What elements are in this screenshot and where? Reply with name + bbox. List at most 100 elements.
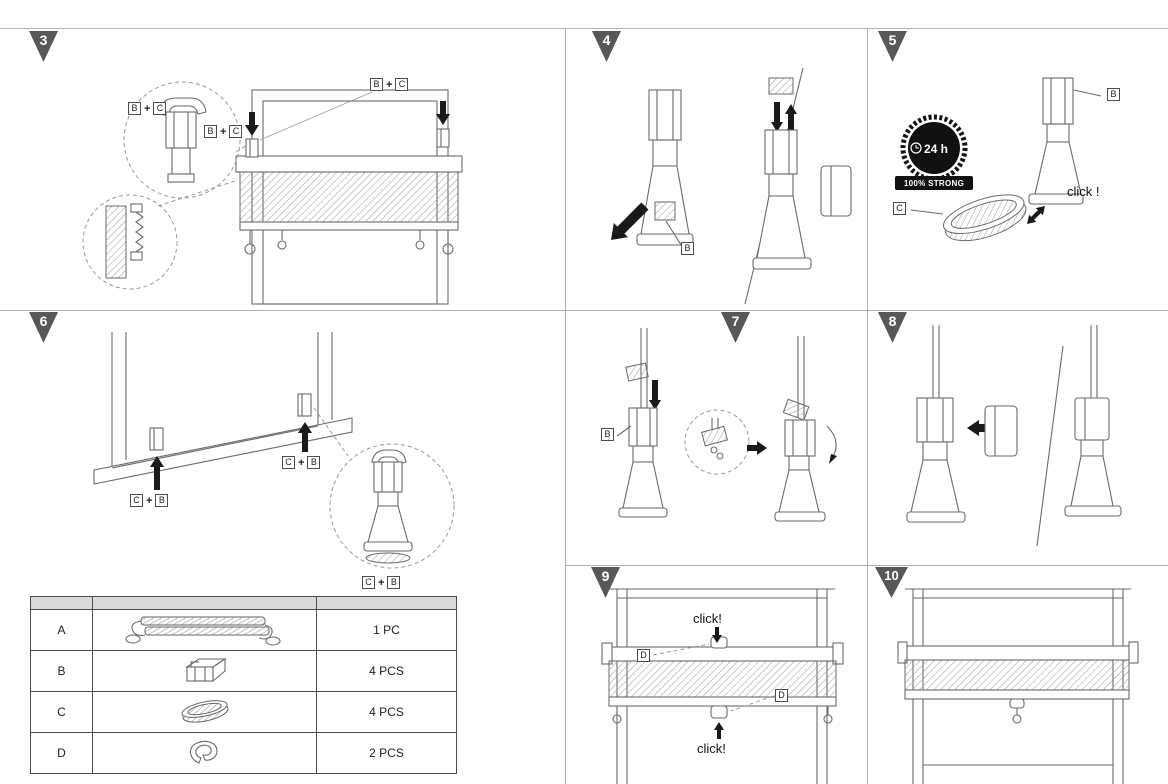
step-5-illustration: 24 h 100% STRONG (895, 77, 1102, 242)
label-part-c: C (893, 202, 906, 215)
label-parts-b-plus-c: B + C (370, 78, 409, 91)
part-c-tag: C (130, 494, 143, 507)
step-9-illustration (601, 588, 844, 784)
parts-table-header (30, 596, 457, 610)
part-d-tag: D (637, 649, 650, 662)
step-7-marker: 7 (721, 312, 750, 343)
part-c-tag: C (282, 456, 295, 469)
bracket (1028, 77, 1084, 205)
step-5-marker: 5 (878, 31, 907, 62)
step-3-marker: 3 (29, 31, 58, 62)
plus-sign: + (144, 102, 151, 115)
bracket-left (636, 89, 694, 246)
label-part-b: B (1107, 88, 1120, 101)
part-c-tag: C (893, 202, 906, 215)
part-b-tag: B (128, 102, 141, 115)
plus-sign: + (378, 576, 385, 589)
part-b-tag: B (601, 428, 614, 441)
plus-sign: + (220, 125, 227, 138)
parts-row-b: B 4 PCS (30, 650, 457, 692)
divider-middle (0, 310, 1168, 311)
part-c-tag: C (395, 78, 409, 91)
assembly-left (618, 328, 668, 518)
step-number: 8 (888, 313, 897, 329)
pleated-blind-icon (124, 616, 281, 646)
part-letter: A (30, 609, 93, 651)
callout-bracket-detail (123, 81, 248, 199)
label-part-d: D (775, 689, 788, 702)
parts-row-c: C 4 PCS (30, 691, 457, 733)
badge-strong-text: 100% STRONG (904, 179, 964, 188)
step-8-panel: 8 (867, 310, 1168, 565)
step-9-marker: 9 (591, 567, 620, 598)
leader-line (1073, 89, 1102, 97)
divider-lower-right (565, 565, 1168, 566)
part-b-tag: B (204, 125, 217, 138)
part-b-tag: B (681, 242, 694, 255)
step-number: 10 (884, 568, 899, 583)
leader-line (910, 209, 944, 215)
step-8-illustration (906, 325, 1122, 547)
step-number: 4 (602, 32, 611, 48)
installed-blind (897, 641, 1139, 724)
label-parts-b-plus-c: B + C (128, 102, 167, 115)
part-letter: D (30, 732, 93, 774)
handle-clip-icon (189, 740, 218, 764)
arrow-up-icon (150, 456, 164, 490)
part-b-tag: B (1107, 88, 1120, 101)
part-c-tag: C (229, 125, 243, 138)
label-parts-c-plus-b: C + B (362, 576, 401, 589)
blind (601, 636, 844, 724)
bracket-with-cords (906, 325, 966, 523)
click-label: click! (693, 611, 722, 626)
divider-top (0, 28, 1168, 29)
divider-vertical-2 (867, 28, 868, 784)
part-c-tag: C (153, 102, 167, 115)
callout-cord-clip (684, 409, 750, 475)
step-number: 3 (39, 32, 48, 48)
step-10-illustration (897, 588, 1139, 784)
part-letter: B (30, 650, 93, 692)
step-4-illustration (611, 67, 852, 305)
arrow-up-icon (298, 422, 312, 452)
arrow-down-icon (712, 627, 722, 643)
plus-sign: + (298, 456, 305, 469)
step-8-marker: 8 (878, 312, 907, 343)
assembly-right (774, 336, 837, 522)
click-label: click ! (1067, 184, 1100, 199)
step-number: 9 (601, 568, 610, 584)
divider-vertical-1 (565, 28, 566, 784)
arrow-down-icon (245, 112, 259, 136)
click-label: click! (697, 741, 726, 756)
step-number: 7 (731, 313, 740, 329)
step-number: 6 (39, 313, 48, 329)
plus-sign: + (386, 78, 393, 91)
adhesive-pad-icon (181, 699, 228, 723)
leader-line (259, 91, 373, 141)
parts-row-d: D 2 PCS (30, 732, 457, 774)
step-6-panel: 6 C + B C + B C + B (0, 310, 565, 595)
label-parts-c-plus-b: C + B (130, 494, 169, 507)
leader-line (730, 695, 774, 712)
bracket-right-with-clip (752, 77, 812, 270)
parts-row-a: A 1 PC (30, 609, 457, 651)
step-10-panel: 10 (867, 565, 1168, 784)
arrow-right-icon (747, 441, 767, 455)
arrow-down-left-icon (611, 202, 649, 240)
part-qty: 2 PCS (316, 732, 457, 774)
part-qty: 4 PCS (316, 650, 457, 692)
mounting-bracket-icon (184, 657, 227, 682)
corner-brackets (245, 128, 450, 158)
leader-line (652, 643, 710, 656)
step-5-panel: 24 h 100% STRONG (867, 28, 1168, 310)
step-7-panel: 7 B (565, 310, 867, 565)
cover-cap (984, 405, 1018, 457)
snap-arrow-icon (1027, 211, 1040, 224)
parts-table: A 1 PC B (30, 596, 457, 774)
sill-brackets (149, 393, 312, 451)
badge-hours-text: 24 h (924, 142, 948, 156)
cover-cap (820, 165, 852, 217)
arrow-down-icon (436, 101, 450, 125)
leader-line (665, 220, 684, 249)
